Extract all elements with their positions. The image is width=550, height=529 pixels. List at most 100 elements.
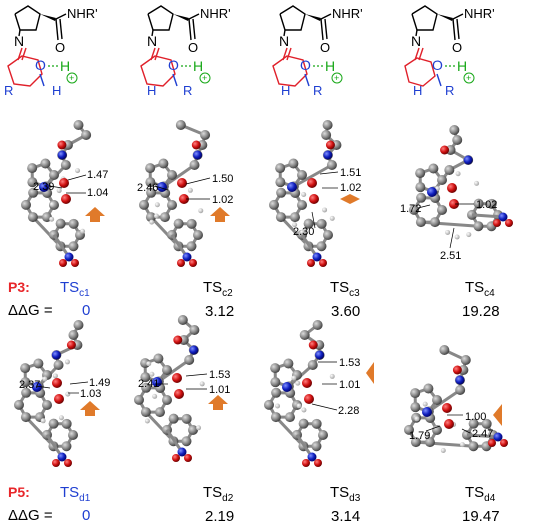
carbon-atom	[33, 358, 44, 369]
hydrogen-atom	[52, 373, 58, 379]
carbon-atom	[307, 360, 318, 370]
carbon-atom	[410, 402, 421, 413]
carbon-atom	[168, 413, 179, 424]
distance-c4-a: 1.02	[476, 199, 497, 211]
ts-label-d1: TSd1	[60, 484, 91, 504]
plus-circle	[463, 72, 475, 84]
n-label: N	[14, 33, 24, 49]
arrow-up-d2	[208, 395, 228, 410]
nitro-n-atom	[498, 212, 508, 222]
carbon-atom	[410, 388, 421, 399]
molecule-ts-d1	[14, 320, 84, 467]
ts-label-c2: TSc2	[203, 279, 233, 299]
distance-c4-c: 2.51	[440, 250, 461, 262]
plus-label: +	[466, 73, 471, 83]
nitro-n-atom	[64, 252, 74, 262]
carbon-atom	[299, 330, 310, 340]
oxygen-atom	[447, 183, 457, 193]
carbon-atom	[409, 204, 420, 215]
h-label: H	[60, 58, 70, 74]
carbonyl-bond	[320, 18, 324, 41]
aldehyde-h-label: H	[281, 83, 290, 98]
oxygen-atom	[191, 140, 201, 150]
aldehyde-h-label: H	[413, 83, 422, 98]
hydrogen-atom	[455, 171, 461, 177]
distances-row2: 1.49 1.03 2.37 1.53 1.01 2.41 1.53 1.01 …	[19, 357, 493, 442]
aldehyde-o-label: O	[168, 57, 179, 73]
carbon-atom	[154, 407, 165, 418]
ddg-label-row2: ΔΔG =	[8, 507, 53, 524]
carbon-atom	[428, 163, 439, 174]
hydrogen-atom	[422, 401, 428, 407]
distance-c3-a: 1.51	[340, 167, 361, 179]
h-label: H	[457, 58, 467, 74]
oxygen-atom	[52, 378, 62, 388]
carbon-atom	[415, 217, 426, 228]
arrow-left-d4	[493, 404, 502, 426]
aldehyde-o-label: O	[35, 57, 46, 73]
carbon-atom	[186, 218, 197, 229]
pyrrolidine-ring	[14, 5, 41, 31]
cyclohexane-ring	[140, 55, 176, 87]
carbon-atom	[68, 241, 79, 252]
hydrogen-atom	[301, 407, 307, 413]
wedge-bond	[437, 14, 453, 21]
ts-label-c1: TSc1	[60, 279, 90, 299]
carbon-atom	[14, 399, 25, 410]
carbon-atom	[283, 358, 294, 369]
hydrogen-atom	[301, 192, 307, 198]
carbon-atom	[410, 437, 421, 448]
nitro-n-atom	[312, 252, 322, 262]
ts-label-d4: TSd4	[465, 484, 496, 504]
oxygen-atom	[307, 178, 317, 188]
nitro-o-atom	[493, 219, 501, 227]
nitro-o-atom	[189, 259, 197, 267]
oxygen-atom	[302, 378, 312, 388]
distance-d2-b: 1.01	[209, 384, 230, 396]
distance-d2-c: 2.41	[138, 378, 159, 390]
bond	[162, 163, 196, 188]
carbonyl-bond-2	[192, 18, 196, 40]
nitrogen-atom	[57, 150, 67, 160]
carbon-atom	[61, 441, 72, 452]
carbon-atom	[139, 199, 150, 210]
bond	[452, 13, 464, 20]
nitrogen-atom	[189, 345, 199, 355]
wedge-bond	[305, 14, 321, 21]
distance-d1-c: 2.37	[19, 379, 40, 391]
nitrogen-atom	[455, 375, 465, 385]
distance-c1-c: 2.39	[33, 181, 54, 193]
ts-label-c3: TSc3	[330, 279, 360, 299]
oxygen-atom	[54, 394, 64, 404]
leader-lines-row2	[35, 361, 471, 434]
carbon-atom	[189, 160, 200, 170]
carbonyl-bond	[188, 18, 192, 41]
carbon-atom	[326, 160, 337, 170]
distance-d3-c: 2.28	[338, 405, 359, 417]
molecule-ts-c1	[21, 120, 92, 267]
molecule-ts-d4	[404, 345, 508, 454]
nitrogen-atom	[422, 407, 432, 417]
nitrogen-atom	[39, 182, 49, 192]
carbonyl-bond-2	[324, 18, 328, 40]
hydrogen-atom	[152, 393, 158, 399]
plus-circle	[66, 72, 78, 84]
pyrrolidine-ring	[147, 5, 174, 31]
carbonyl-bond	[55, 18, 59, 41]
oxygen-atom	[325, 140, 335, 150]
hydrogen-atom	[466, 232, 472, 238]
carbon-atom	[452, 135, 463, 145]
carbonyl-o-label: O	[55, 40, 65, 55]
bond	[151, 29, 154, 37]
carbon-atom	[193, 230, 203, 240]
hydrogen-atom	[459, 442, 465, 448]
nhr-label: NHR'	[200, 6, 231, 21]
hydrogen-atom	[414, 416, 420, 422]
enamine-double-bond	[17, 47, 23, 61]
carbon-atom	[270, 412, 281, 423]
nitro-o-atom	[71, 259, 79, 267]
aldehyde-o-label: O	[300, 57, 311, 73]
carbon-atom	[27, 212, 38, 223]
hydrogen-atom	[58, 415, 64, 421]
